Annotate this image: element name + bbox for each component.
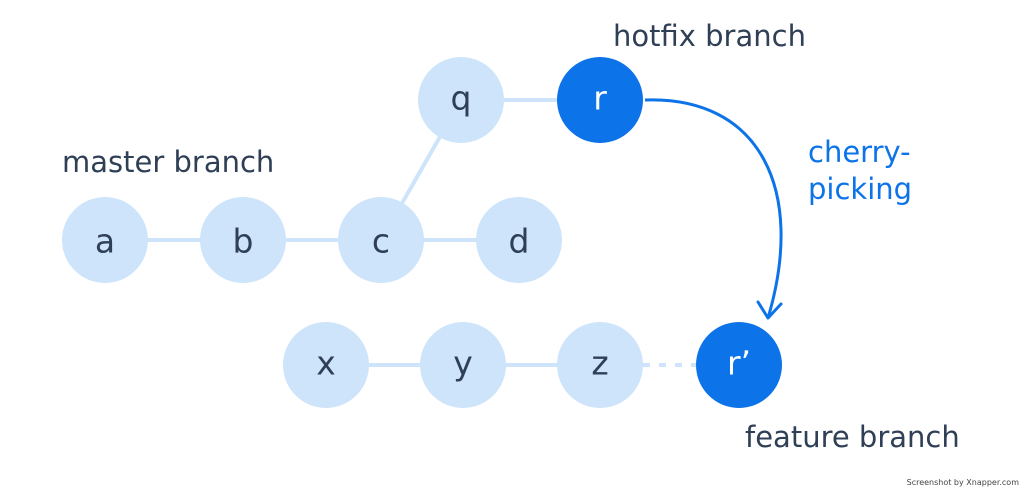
screenshot-credit: Screenshot by Xnapper.com: [906, 478, 1019, 487]
node-c-label: c: [372, 222, 390, 261]
node-c: [338, 197, 424, 283]
node-b-label: b: [233, 222, 254, 261]
node-y-label: y: [453, 344, 473, 383]
node-z-label: z: [591, 344, 608, 383]
node-r-label: r: [593, 79, 607, 118]
node-a-label: a: [95, 222, 115, 261]
node-a: [62, 197, 148, 283]
node-r-prime: [696, 322, 782, 408]
node-r-prime-label: r’: [727, 344, 751, 383]
node-b: [200, 197, 286, 283]
node-q-label: q: [451, 79, 472, 118]
hotfix-branch-label: hotfix branch: [613, 19, 806, 53]
node-r: [557, 57, 643, 143]
cherry-picking-label-line1: cherry-: [808, 135, 911, 169]
feature-branch-label: feature branch: [745, 420, 960, 454]
node-z: [557, 322, 643, 408]
node-x-label: x: [316, 344, 336, 383]
cherry-pick-arrow-path: [644, 98, 783, 319]
cherry-picking-label-line2: picking: [808, 172, 912, 206]
node-q: [418, 57, 504, 143]
node-d-label: d: [509, 222, 530, 261]
node-y: [420, 322, 506, 408]
node-x: [283, 322, 369, 408]
cherry-pick-arrow: [644, 98, 783, 320]
master-branch-label: master branch: [62, 145, 274, 179]
master-branch-nodes: a b c d: [62, 197, 562, 283]
node-d: [476, 197, 562, 283]
cherry-pick-arrowhead: [756, 300, 783, 320]
feature-branch-nodes: x y z r’: [283, 322, 782, 408]
hotfix-branch-nodes: q r: [418, 57, 643, 143]
